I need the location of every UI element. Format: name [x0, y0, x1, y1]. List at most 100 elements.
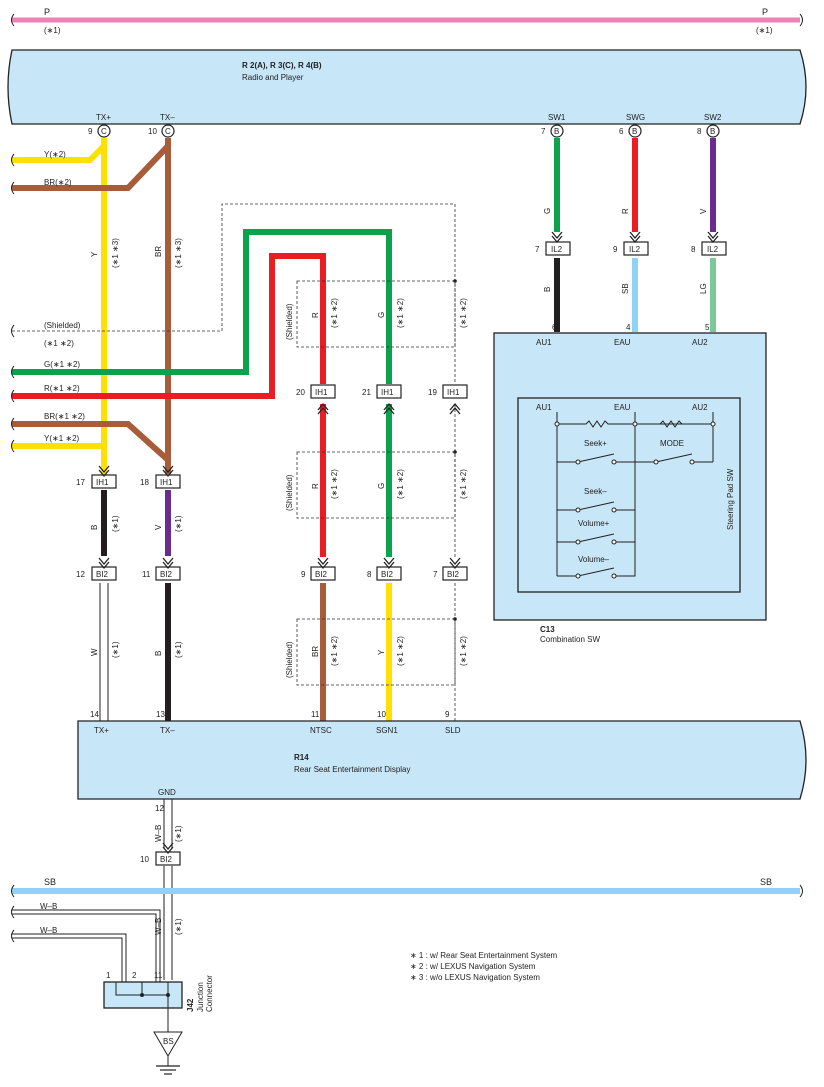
svg-text:7: 7: [433, 570, 438, 579]
connector-bi2-7: BI2 7: [433, 566, 468, 581]
radio-pin-conn: B: [554, 127, 559, 136]
svg-text:BI2: BI2: [160, 570, 173, 579]
footnote: ∗ 2 : w/ LEXUS Navigation System: [410, 962, 536, 971]
svg-text:IL2: IL2: [707, 245, 719, 254]
wire-label: (∗1 ∗2): [44, 339, 74, 348]
wire-label: Y(∗1 ∗2): [44, 434, 80, 443]
junction-name: Junction: [196, 982, 205, 1012]
radio-code: R 2(A), R 3(C), R 4(B): [242, 61, 322, 70]
connector-ih1-18: IH1 18: [140, 474, 181, 489]
switch-label: Seek+: [584, 439, 607, 448]
csw-pin-num: 6: [552, 323, 557, 332]
csw-pin: AU1: [536, 338, 552, 347]
wire-color: G: [377, 312, 386, 318]
svg-text:BI2: BI2: [447, 570, 460, 579]
junction-code: J42: [186, 998, 195, 1012]
footnote: ∗ 3 : w/o LEXUS Navigation System: [410, 973, 540, 982]
wire-color: B: [154, 651, 163, 656]
radio-pin-num: 9: [88, 127, 93, 136]
svg-text:BI2: BI2: [160, 855, 173, 864]
wire-note: (∗1 ∗2): [396, 469, 405, 499]
csw-pin-num: 4: [626, 323, 631, 332]
svg-text:7: 7: [535, 245, 540, 254]
connector-bi2-9: BI2 9: [301, 566, 336, 581]
csw-pin: AU2: [692, 338, 708, 347]
rse-name: Rear Seat Entertainment Display: [294, 765, 411, 774]
switch-label: Volume+: [578, 519, 610, 528]
ground-wires: [12, 796, 173, 995]
shield-lines: [12, 203, 457, 721]
wire-color: G: [377, 483, 386, 489]
radio-pin-num: 6: [619, 127, 624, 136]
shield-group-1: (Shielded) R (∗1 ∗2) G (∗1 ∗2) (∗1 ∗2): [285, 298, 468, 340]
svg-text:8: 8: [367, 570, 372, 579]
radio-and-player: R 2(A), R 3(C), R 4(B) Radio and Player: [7, 49, 807, 125]
spsw-pin: AU1: [536, 403, 552, 412]
radio-pin-num: 7: [541, 127, 546, 136]
rse-pin-num: 13: [156, 710, 165, 719]
junction-wire-label: W–B: [40, 926, 57, 935]
svg-text:9: 9: [613, 245, 618, 254]
junction-down-wire: W–B: [154, 918, 163, 935]
rse-pin-num: 14: [90, 710, 99, 719]
radio-pin-label: SWG: [626, 113, 645, 122]
wire-note: (∗1 ∗2): [459, 469, 468, 499]
radio-name: Radio and Player: [242, 73, 304, 82]
svg-text:18: 18: [140, 478, 149, 487]
ground-symbol: BS: [153, 1008, 183, 1075]
svg-text:BI2: BI2: [96, 570, 109, 579]
sb-label-left: SB: [44, 877, 56, 887]
svg-text:IH1: IH1: [381, 388, 394, 397]
wire-color: B: [90, 525, 99, 530]
connector-ih1-17: IH1 17: [76, 474, 117, 489]
p-power-line: P (∗1) P (∗1): [12, 7, 800, 35]
radio-pin-label: TX+: [96, 113, 111, 122]
wire-note: (∗1 ∗2): [459, 636, 468, 666]
radio-pin-label: SW2: [704, 113, 722, 122]
junction-pin: 11: [154, 971, 163, 980]
wire-label: (Shielded): [44, 321, 81, 330]
wire-color: G: [543, 208, 552, 214]
svg-text:BI2: BI2: [315, 570, 328, 579]
wire-note: (∗1 ∗3): [174, 238, 183, 268]
shield-label: (Shielded): [285, 303, 294, 340]
switch-label: Volume–: [578, 555, 610, 564]
svg-text:10: 10: [140, 855, 149, 864]
wire-color: W: [90, 648, 99, 656]
wire-note: (∗1): [111, 641, 120, 658]
radio-pin-label: TX–: [160, 113, 175, 122]
wire-color: Y: [377, 649, 386, 655]
footnote: ∗ 1 : w/ Rear Seat Entertainment System: [410, 951, 558, 960]
video-wires-upper: [12, 229, 392, 721]
radio-pin-label: SW1: [548, 113, 566, 122]
wire-note: (∗1 ∗2): [396, 636, 405, 666]
wire-note: (∗1): [111, 515, 120, 532]
tx-minus-wire: [12, 138, 171, 721]
wire-color: R: [311, 312, 320, 318]
svg-text:21: 21: [362, 388, 371, 397]
rse-pin-label: TX–: [160, 726, 175, 735]
radio-pin-conn: B: [710, 127, 715, 136]
wire-label: BR(∗2): [44, 178, 72, 187]
csw-name: Combination SW: [540, 635, 600, 644]
p-label-left: P: [44, 7, 50, 17]
switch-label: Seek–: [584, 487, 607, 496]
rse-gnd-label: GND: [158, 788, 176, 797]
connector-bi2-10: BI2 10: [140, 851, 181, 866]
radio-pin-num: 10: [148, 127, 157, 136]
svg-text:IL2: IL2: [551, 245, 563, 254]
wire-color: B: [543, 287, 552, 292]
connector-il2-9: IL2 9: [613, 241, 649, 256]
wire-note: (∗1 ∗2): [396, 298, 405, 328]
rse-pin-num: 11: [311, 710, 320, 719]
rse-pin-label: SGN1: [376, 726, 398, 735]
wire-color: V: [154, 524, 163, 530]
radio-pin-num: 8: [697, 127, 702, 136]
junction-pin: 1: [106, 971, 111, 980]
connector-bi2-8: BI2 8: [367, 566, 402, 581]
steering-pad-sw: AU1 EAU AU2 Steering Pad SW Seek+: [517, 397, 741, 593]
connector-ih1-21: IH1 21: [362, 384, 402, 399]
svg-text:BI2: BI2: [381, 570, 394, 579]
connector-il2-8: IL2 8: [691, 241, 727, 256]
csw-pin-num: 5: [705, 323, 710, 332]
